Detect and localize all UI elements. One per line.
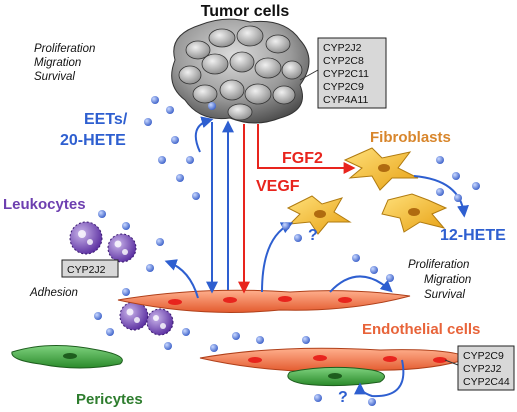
tumor-enzyme-cyp2c11: CYP2C11: [323, 68, 369, 80]
unknown-marker-pericyte: ?: [338, 389, 348, 406]
fibroblast-cells: [286, 147, 448, 235]
hete12-arrow: [413, 175, 469, 218]
tumor-enzyme-box: CYP2J2 CYP2C8 CYP2C11 CYP2C9 CYP4A11: [299, 37, 387, 109]
leukocyte-enzyme-cyp2j2: CYP2J2: [67, 264, 106, 276]
endothelial-enzyme-cyp2j2: CYP2J2: [463, 363, 502, 375]
fibroblast-processes: Proliferation Migration Survival: [408, 259, 471, 301]
endothelial-autocrine-arrow: [329, 275, 393, 293]
tumor-process-migration: Migration: [34, 57, 81, 69]
fibroblast-process-survival: Survival: [424, 289, 465, 301]
endothelial-enzyme-cyp2c44: CYP2C44: [463, 376, 510, 388]
hete20-label: 20-HETE: [60, 132, 126, 149]
unknown-marker-fibroblast: ?: [308, 227, 318, 244]
endothelial-enzyme-box: CYP2C9 CYP2J2 CYP2C44: [444, 345, 515, 391]
pericytes-label: Pericytes: [76, 391, 143, 408]
tumor-process-survival: Survival: [34, 71, 75, 83]
pericyte-cells: [11, 345, 385, 387]
fgf2-label: FGF2: [282, 150, 323, 167]
tumor-cells-cluster: [171, 18, 310, 124]
endothelial-cells-label: Endothelial cells: [362, 321, 480, 338]
fibroblast-process-migration: Migration: [424, 274, 471, 286]
endothelial-enzyme-cyp2c9: CYP2C9: [463, 350, 504, 362]
tumor-enzyme-cyp2c9: CYP2C9: [323, 81, 364, 93]
leukocytes-label: Leukocytes: [3, 196, 86, 213]
eets-autocrine-arrow: [194, 116, 214, 153]
fibroblast-process-proliferation: Proliferation: [408, 259, 469, 271]
title-tumor-cells: Tumor cells: [201, 3, 290, 20]
leukocyte-cells: [69, 221, 174, 336]
fgf2-arrow: [257, 124, 356, 174]
tumor-enzyme-cyp2j2: CYP2J2: [323, 42, 362, 54]
fibroblasts-label: Fibroblasts: [370, 129, 451, 146]
vessel-to-leukocytes-arrow: [164, 259, 199, 299]
adhesion-label: Adhesion: [29, 287, 78, 299]
tumor-process-proliferation: Proliferation: [34, 43, 95, 55]
vessel-to-fibroblasts-arrow: [261, 222, 294, 293]
pericyte-loop-arrow: [354, 359, 405, 398]
eets-label: EETs/: [84, 111, 128, 128]
tumor-enzyme-cyp4a11: CYP4A11: [323, 94, 368, 106]
tumor-enzyme-cyp2c8: CYP2C8: [323, 55, 364, 67]
vegf-label: VEGF: [256, 178, 300, 195]
signal-dots: [94, 96, 480, 406]
leukocyte-enzyme-box: CYP2J2: [61, 259, 119, 278]
tumor-processes: Proliferation Migration Survival: [34, 43, 95, 83]
hete12-label: 12-HETE: [440, 227, 506, 244]
endothelial-vessel-upper: [117, 289, 411, 313]
